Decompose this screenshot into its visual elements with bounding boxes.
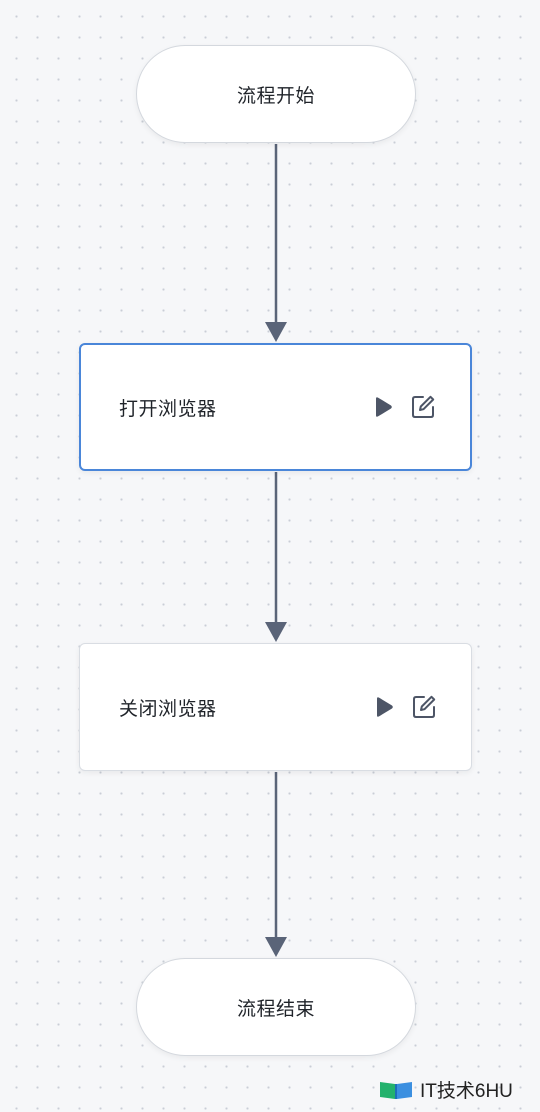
book-logo-icon <box>380 1081 412 1099</box>
step-node-close-browser[interactable]: 关闭浏览器 <box>79 643 472 771</box>
connector-start-to-step1 <box>265 144 287 342</box>
step-actions <box>371 694 437 720</box>
step-label: 关闭浏览器 <box>119 697 217 720</box>
edit-icon[interactable] <box>410 394 436 420</box>
step-node-open-browser[interactable]: 打开浏览器 <box>79 343 472 471</box>
start-node-label: 流程开始 <box>236 84 315 107</box>
end-node[interactable]: 流程结束 <box>136 958 416 1056</box>
connector-step2-to-end <box>265 772 287 957</box>
watermark-text: IT技术6HU <box>420 1081 513 1102</box>
step-label: 打开浏览器 <box>119 397 217 420</box>
play-icon[interactable] <box>370 394 396 420</box>
edit-icon[interactable] <box>411 694 437 720</box>
watermark: IT技术6HU <box>378 1076 513 1103</box>
step-actions <box>370 394 436 420</box>
start-node[interactable]: 流程开始 <box>136 45 416 143</box>
end-node-label: 流程结束 <box>236 997 315 1020</box>
play-icon[interactable] <box>371 694 397 720</box>
connector-step1-to-step2 <box>265 472 287 642</box>
